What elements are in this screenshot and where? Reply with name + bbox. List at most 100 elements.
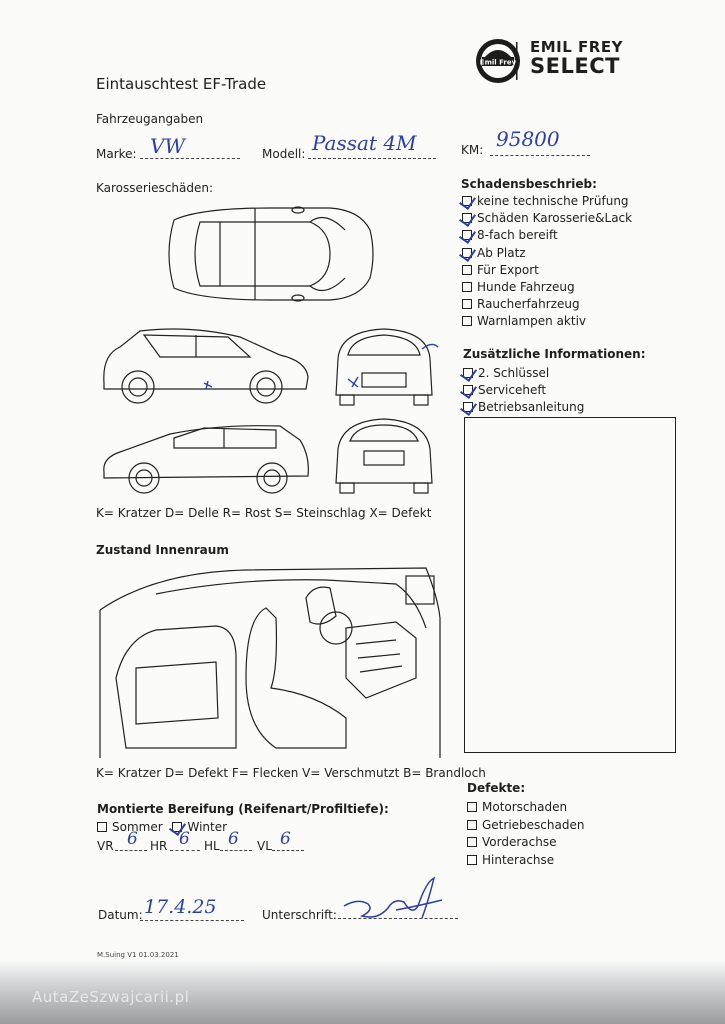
vr-value[interactable]: 6 — [127, 829, 138, 849]
hl-line — [220, 850, 252, 851]
datum-label: Datum: — [98, 908, 143, 922]
damage-description-item[interactable]: 8-fach bereift — [462, 228, 558, 242]
additional-info-label: 2. Schlüssel — [478, 366, 550, 380]
damage-description-heading: Schadensbeschrieb: — [461, 177, 597, 191]
vr-label: VR — [97, 839, 114, 853]
svg-text:Emil Frey: Emil Frey — [480, 59, 517, 67]
interior-diagram[interactable] — [96, 558, 441, 758]
damage-description-label: 8-fach bereift — [477, 228, 558, 243]
page-title: Eintauschtest EF-Trade — [96, 75, 267, 93]
modell-value[interactable]: Passat 4M — [312, 131, 417, 155]
marke-value[interactable]: VW — [150, 134, 185, 158]
damage-description-item[interactable]: Raucherfahrzeug — [462, 297, 580, 311]
km-value[interactable]: 95800 — [496, 127, 560, 151]
logo-badge-icon: Emil Frey — [476, 39, 520, 83]
form-version: M.Suing V1 01.03.2021 — [97, 951, 179, 959]
page-shadow — [0, 960, 725, 1024]
additional-info-label: Betriebsanleitung — [478, 400, 585, 414]
defect-checkbox[interactable] — [467, 802, 477, 812]
signature-line — [338, 918, 458, 919]
marke-line — [140, 158, 240, 159]
additional-info-checkbox[interactable] — [463, 402, 473, 412]
additional-info-checkbox[interactable] — [463, 385, 473, 395]
defect-label: Motorschaden — [482, 800, 568, 814]
additional-info-item[interactable]: 2. Schlüssel — [463, 366, 549, 380]
damage-description-label: keine technische Prüfung — [477, 194, 629, 208]
damage-description-checkbox[interactable] — [462, 282, 472, 292]
interior-heading: Zustand Innenraum — [96, 543, 229, 557]
damage-description-checkbox[interactable] — [462, 247, 472, 258]
damage-description-checkbox[interactable] — [462, 196, 472, 206]
damage-description-item[interactable]: Hunde Fahrzeug — [462, 280, 575, 294]
car-top-view-diagram[interactable] — [160, 200, 380, 308]
damage-description-item[interactable]: Ab Platz — [462, 246, 526, 260]
hl-label: HL — [204, 839, 220, 853]
additional-info-heading: Zusätzliche Informationen: — [463, 347, 646, 361]
hr-label: HR — [150, 839, 168, 853]
defect-item[interactable]: Hinterachse — [467, 853, 554, 867]
damage-description-checkbox[interactable] — [462, 316, 472, 327]
damage-description-label: Hunde Fahrzeug — [477, 280, 575, 294]
body-damage-heading: Karosserieschäden: — [96, 181, 214, 195]
car-left-side-diagram[interactable] — [100, 325, 312, 409]
damage-description-item[interactable]: keine technische Prüfung — [462, 194, 629, 208]
car-front-view-diagram[interactable] — [328, 325, 440, 409]
defect-checkbox[interactable] — [467, 854, 477, 865]
interior-legend: K= Kratzer D= Defekt F= Flecken V= Versc… — [96, 766, 486, 780]
hr-line — [170, 850, 200, 851]
signature-label: Unterschrift: — [262, 908, 337, 922]
datum-value[interactable]: 17.4.25 — [144, 896, 217, 918]
tires-heading: Montierte Bereifung (Reifenart/Profiltie… — [97, 802, 389, 816]
vl-label: VL — [257, 839, 272, 853]
defect-item[interactable]: Motorschaden — [467, 800, 567, 814]
damage-description-label: Raucherfahrzeug — [477, 297, 580, 312]
damage-description-checkbox[interactable] — [462, 299, 472, 310]
defect-label: Getriebeschaden — [482, 817, 585, 832]
hl-value[interactable]: 6 — [228, 829, 239, 849]
additional-info-item[interactable]: Betriebsanleitung — [463, 400, 584, 414]
notes-box[interactable] — [464, 417, 676, 753]
defect-item[interactable]: Getriebeschaden — [467, 818, 584, 832]
vr-line — [115, 850, 147, 851]
hr-value[interactable]: 6 — [179, 829, 190, 849]
tire-type-row: Sommer Winter — [97, 820, 227, 834]
watermark: AutaZeSzwajcarii.pl — [32, 988, 190, 1006]
winter-checkbox[interactable] — [172, 822, 183, 832]
handwritten-signature[interactable] — [338, 876, 458, 926]
sommer-label: Sommer — [112, 820, 163, 834]
damage-description-label: Ab Platz — [477, 245, 526, 260]
damage-description-checkbox[interactable] — [462, 264, 472, 275]
body-damage-legend: K= Kratzer D= Delle R= Rost S= Steinschl… — [96, 506, 432, 520]
damage-description-checkbox[interactable] — [462, 230, 472, 241]
winter-label: Winter — [187, 820, 228, 834]
defects-heading: Defekte: — [467, 781, 526, 795]
sommer-checkbox[interactable] — [97, 822, 107, 832]
damage-description-item[interactable]: Für Export — [462, 263, 539, 277]
logo-line-2: SELECT — [530, 54, 620, 78]
datum-line — [140, 920, 244, 921]
defect-label: Vorderachse — [482, 835, 557, 849]
defect-checkbox[interactable] — [467, 837, 477, 847]
car-rear-view-diagram[interactable] — [328, 415, 440, 499]
additional-info-checkbox[interactable] — [463, 368, 473, 378]
damage-description-item[interactable]: Warnlampen aktiv — [462, 314, 586, 328]
emil-frey-logo: Emil Frey EMIL FREY SELECT — [474, 36, 623, 86]
km-label: KM: — [461, 143, 484, 157]
defect-checkbox[interactable] — [467, 819, 477, 830]
marke-label: Marke: — [96, 147, 137, 161]
defect-label: Hinterachse — [482, 852, 555, 867]
car-right-side-diagram[interactable] — [100, 420, 312, 500]
damage-description-label: Für Export — [477, 262, 539, 277]
modell-line — [308, 158, 436, 159]
additional-info-label: Serviceheft — [478, 383, 547, 397]
km-line — [490, 155, 590, 156]
logo-line-1: EMIL FREY — [530, 38, 623, 56]
damage-description-label: Warnlampen aktiv — [477, 314, 587, 329]
damage-description-checkbox[interactable] — [462, 213, 472, 224]
vl-value[interactable]: 6 — [280, 829, 291, 849]
damage-description-item[interactable]: Schäden Karosserie&Lack — [462, 211, 632, 225]
defect-item[interactable]: Vorderachse — [467, 835, 556, 849]
additional-info-item[interactable]: Serviceheft — [463, 383, 546, 397]
vehicle-section-heading: Fahrzeugangaben — [96, 112, 204, 126]
